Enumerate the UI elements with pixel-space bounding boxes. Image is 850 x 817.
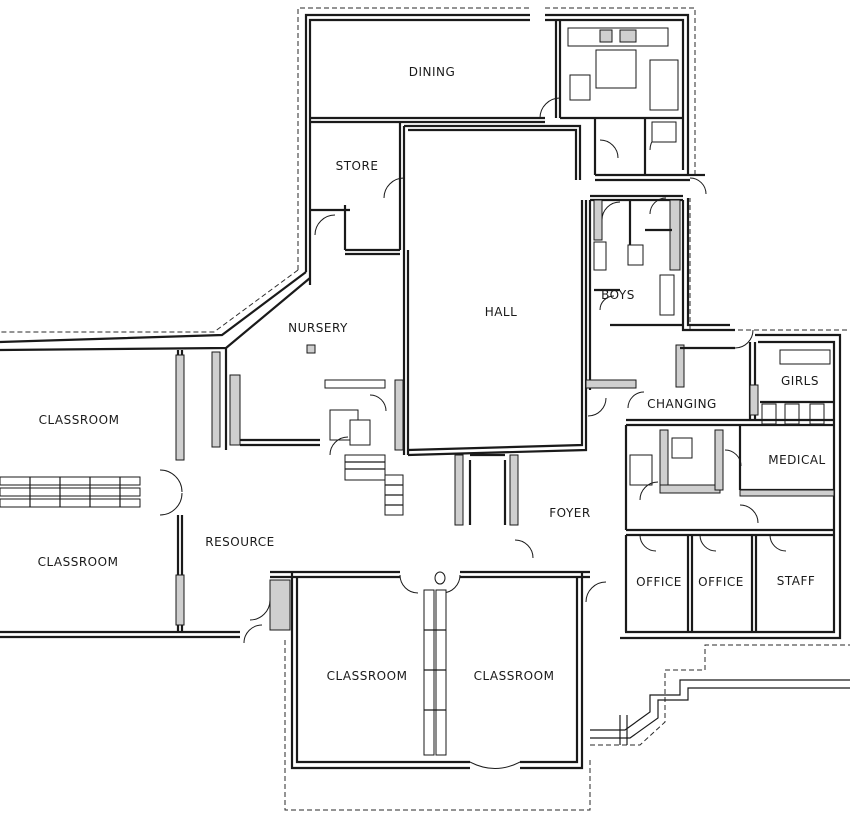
room-label-classroom-bottom-left: CLASSROOM [327,669,408,683]
room-label-office-2: OFFICE [698,575,744,589]
resource-foyer [243,453,534,644]
room-label-staff: STAFF [777,574,816,588]
room-label-boys: BOYS [601,288,635,302]
left-classrooms [0,350,185,632]
room-label-foyer: FOYER [549,506,590,520]
room-label-classroom-lower-left: CLASSROOM [38,555,119,569]
room-label-dining: DINING [409,65,456,79]
room-label-classroom-upper-left: CLASSROOM [39,413,120,427]
room-label-nursery: NURSERY [288,321,348,335]
medical-area [624,425,835,530]
room-label-changing: CHANGING [647,397,717,411]
room-label-medical: MEDICAL [768,453,826,467]
hall [402,124,588,457]
store-room [310,122,406,256]
offices-staff [585,528,834,632]
site-boundary [0,7,850,811]
bottom-classrooms [270,570,590,769]
exterior-walls [0,13,842,770]
dining-kitchen [310,20,707,195]
room-label-hall: HALL [485,305,518,319]
room-label-resource: RESOURCE [205,535,274,549]
nursery [211,272,404,456]
access-ramp [590,679,850,745]
room-label-classroom-bottom-right: CLASSROOM [474,669,555,683]
room-label-store: STORE [336,159,379,173]
changing-girls [585,325,834,427]
room-labels: DINING STORE HALL NURSERY BOYS GIRLS CHA… [38,65,826,683]
boys-changing [588,194,683,327]
room-label-office-1: OFFICE [636,575,682,589]
room-label-girls: GIRLS [781,374,819,388]
